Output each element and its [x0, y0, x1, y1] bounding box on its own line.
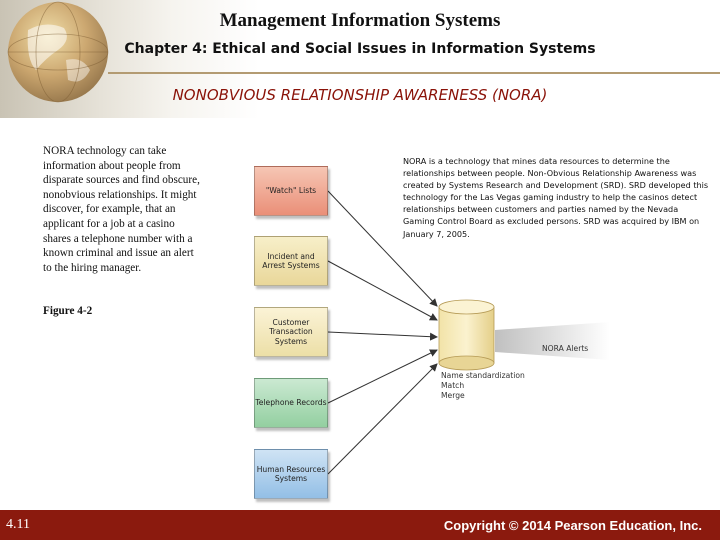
page-number: 4.11: [6, 517, 30, 532]
copyright-notice: Copyright © 2014 Pearson Education, Inc.: [443, 518, 702, 533]
source-customer-transaction-systems: Customer Transaction Systems: [254, 307, 328, 357]
header-divider: [108, 72, 720, 74]
slide-header: [0, 0, 720, 118]
step-match: Match: [441, 381, 465, 390]
body-paragraph: NORA technology can take information abo…: [43, 145, 200, 274]
slide-title: NONOBVIOUS RELATIONSHIP AWARENESS (NORA): [172, 86, 548, 104]
source-watch-lists: "Watch" Lists: [254, 166, 328, 216]
process-steps: Name standardization Match Merge: [441, 371, 525, 401]
nora-alerts-label: NORA Alerts: [542, 344, 589, 353]
step-merge: Merge: [441, 391, 465, 400]
step-name-standardization: Name standardization: [441, 371, 525, 380]
figure-label: Figure 4-2: [43, 305, 93, 317]
header-subtitle: Chapter 4: Ethical and Social Issues in …: [124, 41, 596, 57]
header-title: Management Information Systems: [219, 10, 501, 31]
globe-icon: [7, 1, 109, 103]
source-incident-arrest-systems: Incident and Arrest Systems: [254, 236, 328, 286]
source-human-resources-systems: Human Resources Systems: [254, 449, 328, 499]
nora-diagram: [215, 124, 720, 504]
source-telephone-records: Telephone Records: [254, 378, 328, 428]
diagram-connectors: [327, 190, 610, 475]
nora-description: NORA is a technology that mines data res…: [403, 156, 709, 239]
footer-bar: [0, 510, 720, 540]
